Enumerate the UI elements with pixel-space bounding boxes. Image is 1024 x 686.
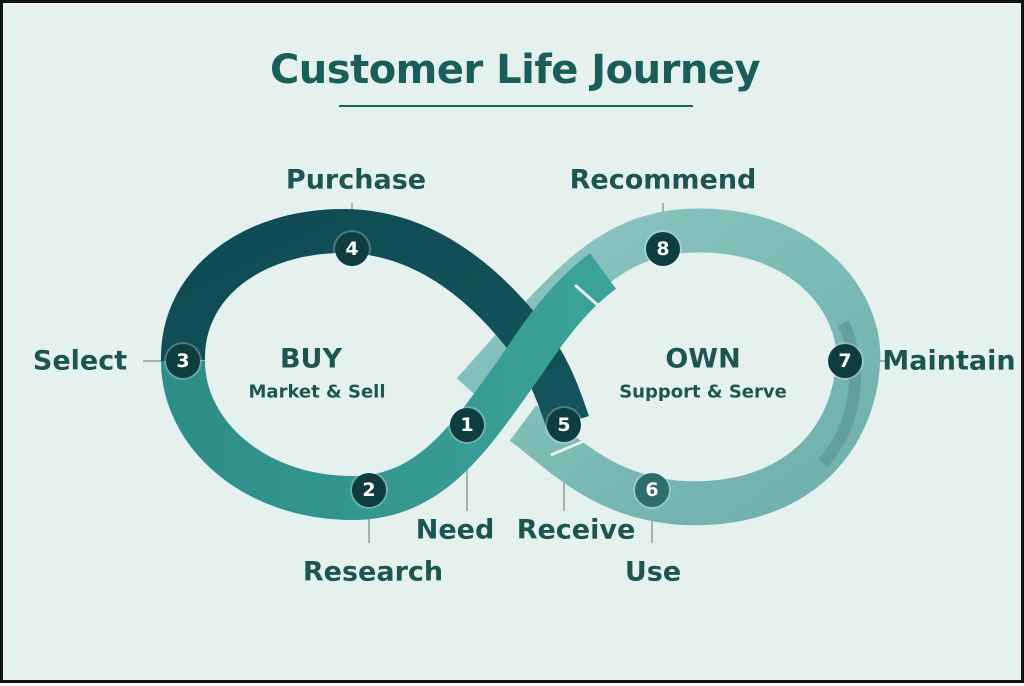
stage-8-label: Recommend [569,164,757,196]
right-loop-rim [818,320,861,468]
crossover-divider [574,283,610,317]
stage-2-label: Research [302,556,444,588]
stage-3-label: Select [32,345,128,377]
stage-7-badge: 7 [828,344,862,378]
buy-title: BUY [279,343,343,375]
stage-5-label: Receive [516,514,636,546]
receive-divider [550,431,604,457]
buy-subtitle: Market & Sell [248,381,386,403]
stage-7-label: Maintain [882,345,1016,377]
stage-1-badge: 1 [450,408,484,442]
left-loop-bottom-band [161,253,617,521]
stage-2-badge: 2 [352,473,386,507]
stage-4-label: Purchase [285,164,427,196]
infinity-diagram [143,203,885,543]
stage-4-badge: 4 [335,232,369,266]
stage-1-label: Need [415,514,495,546]
title-underline [339,105,693,107]
stage-6-label: Use [624,556,682,588]
page-title: Customer Life Journey [269,47,761,93]
own-subtitle: Support & Serve [619,381,787,403]
stage-5-badge: 5 [547,408,581,442]
stage-6-badge: 6 [635,473,669,507]
stage-3-badge: 3 [166,344,200,378]
stage-8-badge: 8 [646,232,680,266]
own-title: OWN [665,343,741,375]
